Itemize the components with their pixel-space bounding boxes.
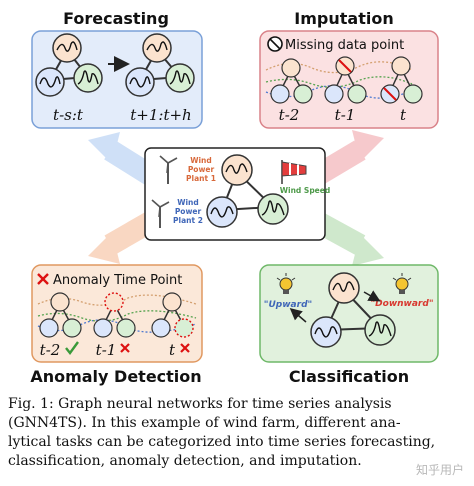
turbine-icon-2 [151, 199, 170, 228]
anomaly-x-icon [37, 273, 49, 285]
anomaly-label-t: t [169, 341, 176, 359]
figure-caption: Fig. 1: Graph neural networks for time s… [8, 395, 466, 471]
caption-line-3: lytical tasks can be categorized into ti… [8, 434, 436, 450]
forecasting-title: Forecasting [63, 9, 169, 28]
imputation-panel [259, 30, 439, 129]
upward-arrow [289, 308, 307, 323]
forecasting-label-right: t+1:t+h [130, 106, 191, 124]
plant2-label-line1: Wind [177, 198, 199, 207]
anomaly-graph-2 [93, 292, 136, 338]
anomaly-label-t-2: t-2 [40, 341, 61, 359]
cross-icon-1 [120, 343, 130, 353]
caption-line-1: Fig. 1: Graph neural networks for time s… [8, 396, 392, 412]
caption-line-4: classification, anomaly detection, and i… [8, 453, 362, 469]
turbine-icon-1 [159, 155, 178, 184]
imputation-label-t-2: t-2 [279, 106, 300, 124]
imputation-graph-3 [380, 56, 423, 104]
plant1-label-line2: Power [188, 165, 215, 174]
check-icon [65, 341, 79, 355]
imputation-graph-1 [270, 58, 313, 104]
upward-label: "Upward" [264, 300, 312, 310]
arrow-to-imputation [312, 130, 384, 185]
imputation-title: Imputation [294, 9, 393, 28]
cross-icon-2 [180, 343, 190, 353]
forecasting-graph-right [125, 33, 195, 97]
wind-speed-label: Wind Speed [280, 186, 330, 195]
anomaly-graph-3 [151, 292, 194, 338]
downward-label: "Downward" [370, 299, 433, 309]
figure-diagram: Forecasting t-s:t t+1:t+h Imputation Mis… [30, 9, 439, 386]
imputation-label-t-1: t-1 [335, 106, 356, 124]
watermark: 知乎用户 [415, 463, 464, 477]
missing-data-icon [267, 36, 283, 52]
anomaly-panel [31, 264, 203, 363]
classification-title: Classification [289, 367, 409, 386]
plant1-label-line3: Plant 1 [186, 174, 216, 183]
downward-arrow [363, 290, 381, 302]
forecasting-graph-left [35, 33, 103, 97]
plant2-label-line3: Plant 2 [173, 216, 203, 225]
plant1-label-line1: Wind [190, 156, 212, 165]
windsock-icon [281, 160, 307, 184]
imputation-label-t: t [400, 106, 407, 124]
imputation-legend: Missing data point [285, 38, 404, 53]
arrow-to-anomaly [88, 212, 156, 264]
anomaly-label-t-1: t-1 [96, 341, 117, 359]
lightbulb-icon-left [276, 273, 296, 294]
imputation-graph-2 [324, 56, 367, 104]
caption-line-2: (GNN4TS). In this example of wind farm, … [8, 415, 401, 431]
anomaly-legend: Anomaly Time Point [53, 273, 182, 288]
forecasting-label-left: t-s:t [53, 106, 84, 124]
anomaly-graph-1 [39, 292, 82, 338]
plant2-label-line2: Power [175, 207, 202, 216]
center-graph [206, 154, 289, 228]
classification-graph [310, 272, 396, 348]
arrow-to-classification [312, 212, 384, 266]
arrow-to-forecasting [88, 132, 156, 185]
lightbulb-icon-right [392, 273, 412, 294]
anomaly-title: Anomaly Detection [30, 367, 201, 386]
